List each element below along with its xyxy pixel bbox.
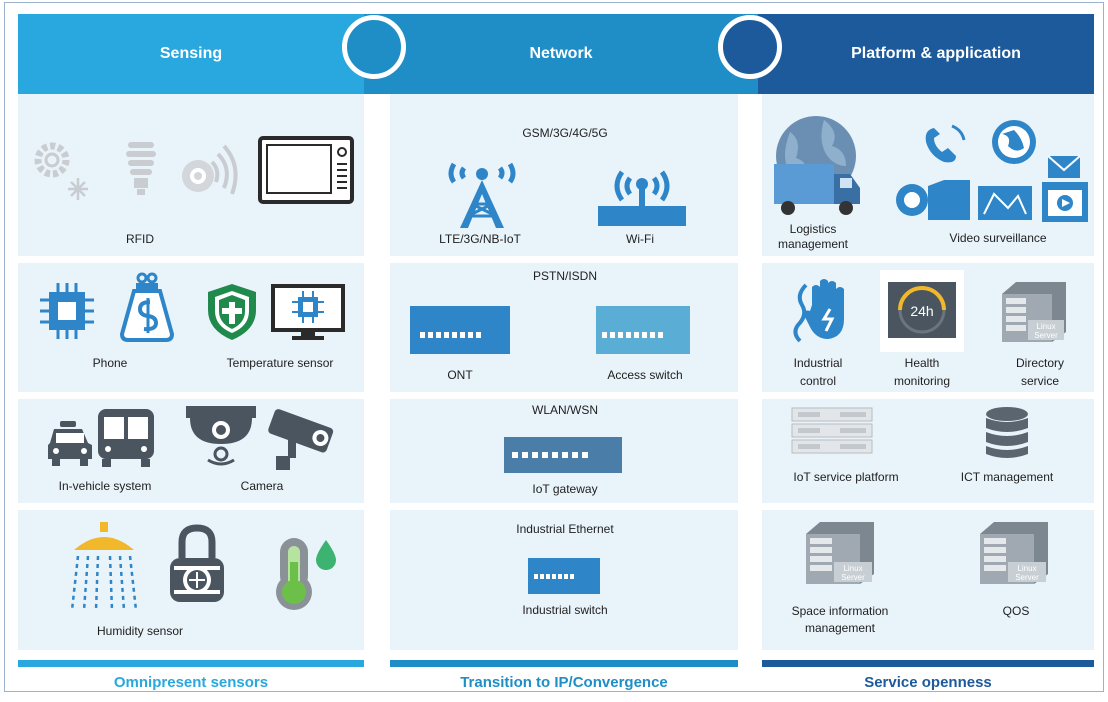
platform-footer-label: Service openness bbox=[864, 674, 992, 691]
health-monitor-icon: 24h bbox=[880, 270, 964, 352]
video-surveillance-label: Video surveillance bbox=[949, 231, 1047, 245]
sensing-footer-label: Omnipresent sensors bbox=[113, 674, 269, 691]
server-text-linux: Linux bbox=[843, 564, 862, 573]
sensing-header: Sensing bbox=[18, 14, 364, 94]
wifi-router-icon bbox=[596, 166, 688, 228]
network-header: Network bbox=[364, 14, 758, 94]
car-bus-icon bbox=[46, 405, 158, 469]
database-icon bbox=[984, 406, 1030, 462]
linux-server-icon-qos: Linux Server bbox=[974, 520, 1054, 586]
access-switch-label: Access switch bbox=[607, 368, 683, 382]
tv-screen-icon bbox=[258, 136, 354, 206]
gsm-title: GSM/3G/4G/5G bbox=[522, 126, 608, 140]
qos-label: QOS bbox=[1002, 604, 1030, 618]
industrial-label-line1: Industrial bbox=[793, 356, 843, 370]
ont-device-icon bbox=[410, 306, 510, 354]
humidity-sensor-label: Humidity sensor bbox=[96, 624, 184, 638]
pstn-title: PSTN/ISDN bbox=[532, 269, 597, 283]
industrial-label-line2: control bbox=[799, 374, 837, 388]
network-footer-label: Transition to IP/Convergence bbox=[460, 674, 668, 691]
linux-server-icon: Linux Server bbox=[996, 280, 1072, 344]
phone-label: Phone bbox=[92, 356, 128, 370]
industrial-control-label: Industrial control bbox=[778, 356, 858, 389]
server-rack-icon bbox=[790, 406, 874, 456]
network-header-label: Network bbox=[529, 45, 593, 62]
platform-header-label: Platform & application bbox=[851, 45, 1021, 62]
temperature-sensor-label: Temperature sensor bbox=[226, 356, 334, 370]
gear-snowflake-icon bbox=[28, 134, 98, 204]
health-monitoring-label: Health monitoring bbox=[876, 356, 968, 389]
network-footer-bar bbox=[390, 660, 738, 667]
chip-icon bbox=[38, 283, 96, 339]
header-connector-circle bbox=[342, 15, 406, 79]
hand-touch-icon bbox=[786, 275, 856, 345]
wlan-title: WLAN/WSN bbox=[532, 403, 598, 417]
linux-server-icon-space: Linux Server bbox=[800, 520, 880, 586]
ict-management-label: ICT management bbox=[960, 470, 1054, 484]
directory-label-line1: Directory bbox=[1015, 356, 1064, 370]
camera-label: Camera bbox=[240, 479, 284, 493]
industrial-ethernet-title: Industrial Ethernet bbox=[516, 522, 614, 536]
server-text-server: Server bbox=[1015, 573, 1039, 582]
security-camera-icon bbox=[184, 404, 354, 474]
server-text-linux: Linux bbox=[1017, 564, 1036, 573]
directory-service-label: Directory service bbox=[1000, 356, 1080, 389]
sensing-footer-bar bbox=[18, 660, 364, 667]
sensing-header-label: Sensing bbox=[159, 45, 223, 62]
access-switch-icon bbox=[596, 306, 690, 354]
server-text-server: Server bbox=[841, 573, 865, 582]
in-vehicle-system-label: In-vehicle system bbox=[58, 479, 152, 493]
network-panel-mobile bbox=[390, 94, 738, 256]
space-label-line1: Space information bbox=[791, 604, 889, 618]
shower-head-icon bbox=[66, 522, 142, 614]
platform-footer-bar bbox=[762, 660, 1094, 667]
iot-service-platform-label: IoT service platform bbox=[793, 470, 899, 484]
health-label-line2: monitoring bbox=[893, 374, 951, 388]
header-connector-circle bbox=[718, 15, 782, 79]
monitor-chip-icon bbox=[270, 283, 346, 341]
lte-label: LTE/3G/NB-IoT bbox=[439, 232, 521, 246]
iot-gateway-icon bbox=[504, 437, 622, 473]
rfid-label: RFID bbox=[126, 232, 154, 246]
clock-24h-text: 24h bbox=[910, 303, 933, 319]
diagram-frame bbox=[4, 2, 1104, 692]
server-text-linux: Linux bbox=[1036, 322, 1055, 331]
health-label-line1: Health bbox=[904, 356, 940, 370]
industrial-switch-icon bbox=[528, 558, 600, 594]
space-information-management-label: Space information management bbox=[780, 604, 900, 636]
globe-truck-icon bbox=[766, 110, 866, 222]
cell-tower-icon bbox=[444, 160, 520, 230]
money-bag-icon bbox=[118, 272, 176, 342]
ont-label: ONT bbox=[447, 368, 473, 382]
industrial-switch-label: Industrial switch bbox=[522, 603, 608, 617]
logistics-label-line1: Logistics bbox=[789, 222, 837, 236]
logistics-management-label: Logistics management bbox=[768, 222, 858, 252]
server-text-server: Server bbox=[1034, 331, 1058, 340]
iot-gateway-label: IoT gateway bbox=[532, 482, 598, 496]
padlock-icon bbox=[166, 522, 228, 606]
platform-header: Platform & application bbox=[758, 14, 1094, 94]
light-bulb-icon bbox=[118, 138, 164, 198]
logistics-label-line2: management bbox=[777, 237, 849, 251]
media-icons bbox=[890, 120, 1090, 224]
rfid-signal-icon bbox=[176, 138, 242, 198]
space-label-line2: management bbox=[804, 621, 876, 635]
thermometer-icon bbox=[276, 534, 346, 614]
directory-label-line2: service bbox=[1020, 374, 1059, 388]
wifi-label: Wi-Fi bbox=[626, 232, 654, 246]
shield-cross-icon bbox=[204, 282, 260, 342]
